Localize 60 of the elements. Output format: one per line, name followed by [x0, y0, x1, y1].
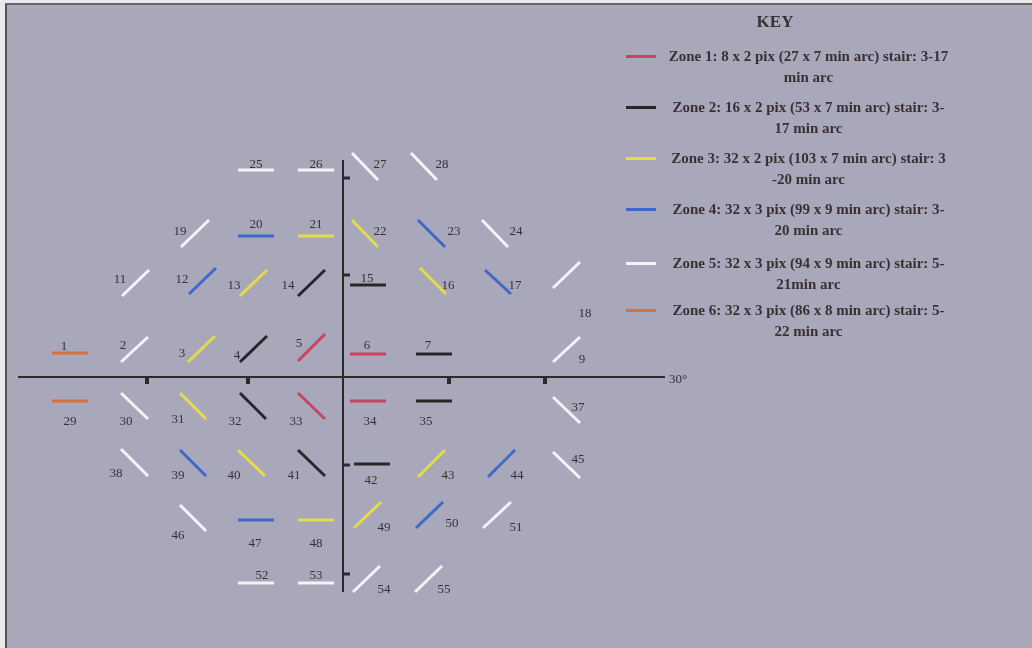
stimulus-number: 50 [445, 515, 459, 529]
stimulus-number: 37 [571, 399, 585, 413]
stimulus-number: 20 [249, 216, 263, 230]
stimulus-number: 15 [360, 270, 374, 284]
stimulus-number: 40 [227, 467, 241, 481]
stimulus-number: 53 [309, 567, 323, 581]
stimulus-number: 12 [175, 271, 189, 285]
stimulus-number: 4 [233, 347, 241, 361]
stimulus-number: 27 [373, 156, 387, 170]
stimulus-number: 52 [255, 567, 269, 581]
stimulus-number: 25 [249, 156, 263, 170]
stimulus-number: 43 [441, 467, 455, 481]
legend-text: Zone 5: 32 x 3 pix (94 x 9 min arc) stair: 5-21min arc [671, 254, 946, 294]
stimulus-number: 26 [309, 156, 323, 170]
stimulus-number: 42 [364, 472, 378, 486]
stimulus-number: 48 [309, 535, 323, 549]
stimulus-number: 28 [435, 156, 449, 170]
stimulus-number: 21 [309, 216, 323, 230]
stimulus-number: 19 [173, 223, 187, 237]
stimulus-number: 44 [510, 467, 524, 481]
stimulus-number: 34 [363, 413, 377, 427]
stimulus-number: 49 [377, 519, 391, 533]
stimulus-number: 32 [228, 413, 242, 427]
stimulus-number: 38 [109, 465, 123, 479]
stimulus-number: 39 [171, 467, 185, 481]
legend-text: Zone 4: 32 x 3 pix (99 x 9 min arc) stair: 3-20 min arc [671, 200, 946, 240]
legend-text: Zone 2: 16 x 2 pix (53 x 7 min arc) stair: 3-17 min arc [671, 98, 946, 138]
stimulus-number: 41 [287, 467, 301, 481]
stimulus-number: 46 [171, 527, 185, 541]
stimulus-number: 22 [373, 223, 387, 237]
stimulus-number: 35 [419, 413, 433, 427]
stimulus-number: 17 [508, 277, 522, 291]
stimulus-number: 14 [281, 277, 295, 291]
stimulus-number: 51 [509, 519, 523, 533]
stimulus-number: 18 [578, 305, 592, 319]
stimulus-number: 45 [571, 451, 585, 465]
stimulus-number: 6 [363, 337, 371, 351]
stimulus-number: 3 [178, 345, 186, 359]
legend-title: KEY [756, 12, 794, 32]
axis-label: 30° [668, 371, 688, 385]
stimulus-number: 55 [437, 581, 451, 595]
stimulus-number: 29 [63, 413, 77, 427]
stimulus-number: 31 [171, 411, 185, 425]
stimulus-number: 54 [377, 581, 391, 595]
legend-text: Zone 6: 32 x 3 pix (86 x 8 min arc) stair: 5-22 min arc [671, 301, 946, 341]
stimulus-number: 23 [447, 223, 461, 237]
stimulus-number: 7 [424, 337, 432, 351]
stimulus-number: 24 [509, 223, 523, 237]
stimulus-number: 47 [248, 535, 262, 549]
stimulus-number: 11 [113, 271, 127, 285]
stimulus-number: 9 [578, 351, 586, 365]
stimulus-number: 1 [60, 338, 68, 352]
stimulus-number: 30 [119, 413, 133, 427]
legend-text: Zone 3: 32 x 2 pix (103 x 7 min arc) stair: 3 -20 min arc [670, 149, 947, 189]
stimulus-number: 33 [289, 413, 303, 427]
stimulus-number: 16 [441, 277, 455, 291]
stimulus-number: 13 [227, 277, 241, 291]
stimulus-number: 5 [295, 335, 303, 349]
legend-text: Zone 1: 8 x 2 pix (27 x 7 min arc) stair: 3-17 min arc [667, 47, 950, 87]
stimulus-number: 2 [119, 337, 127, 351]
